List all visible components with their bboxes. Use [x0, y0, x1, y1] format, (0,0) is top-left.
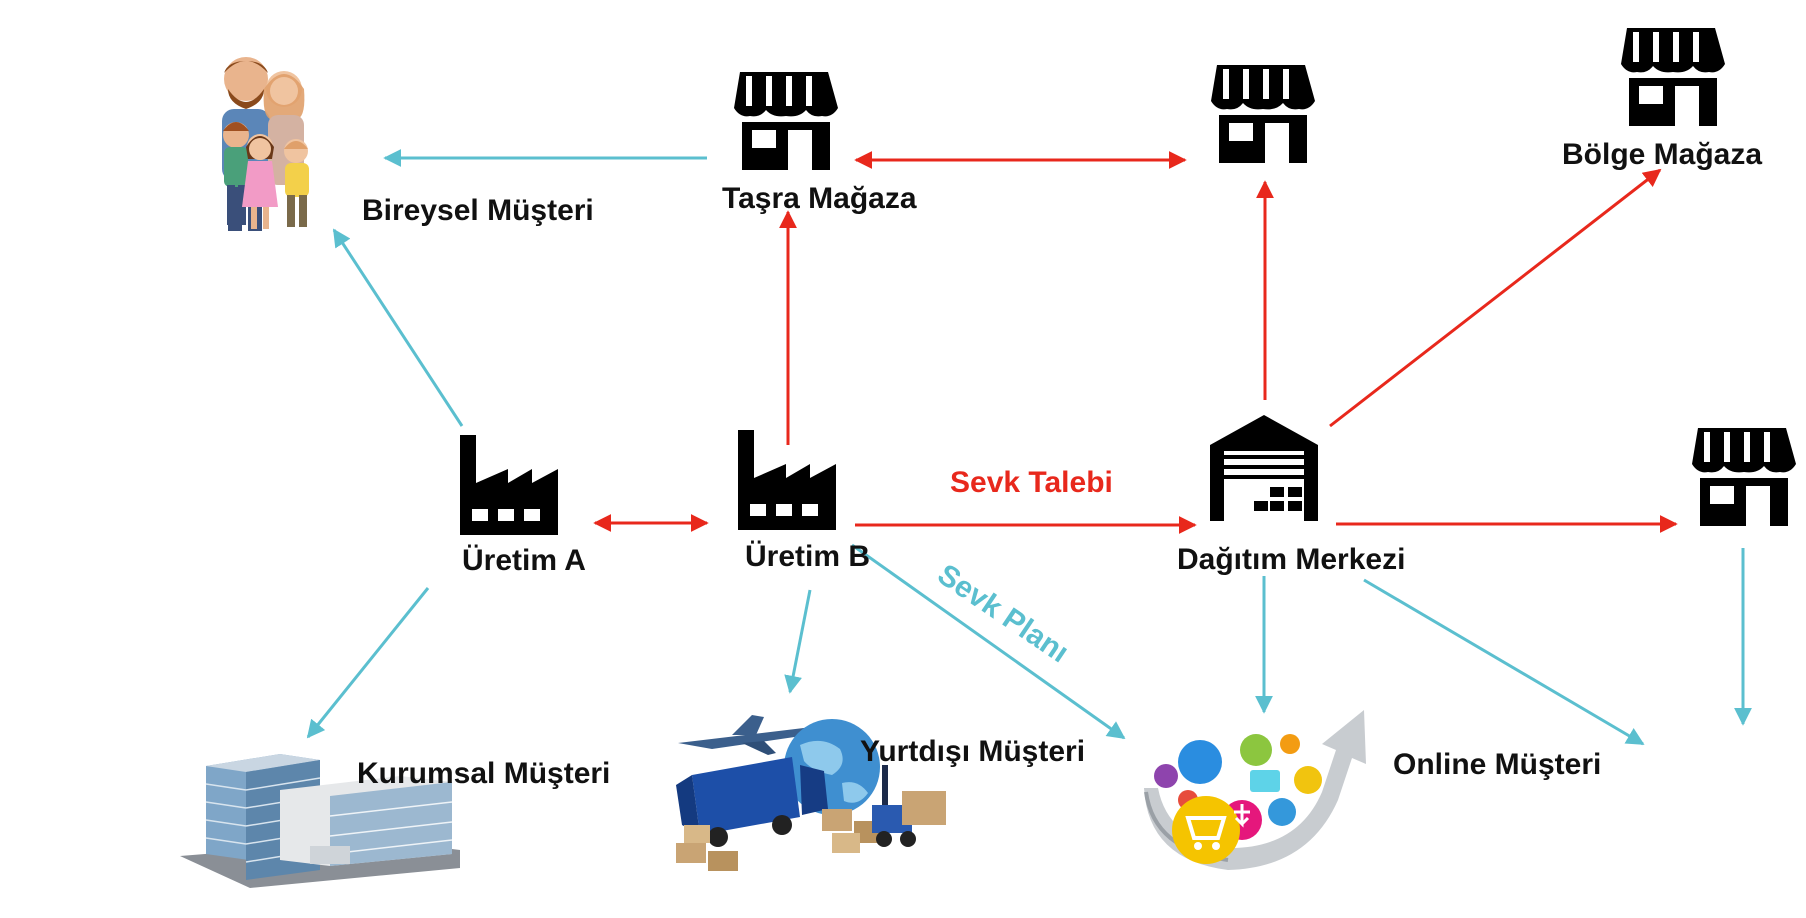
arrow-uretima-kurumsal: [306, 587, 430, 739]
family-image: [222, 57, 309, 231]
store-icon: [734, 72, 838, 170]
arrow-dagitim-bolge: [1329, 168, 1662, 428]
node-label-online-musteri: Online Müşteri: [1393, 748, 1602, 781]
store-icon: [1621, 28, 1725, 126]
node-label-uretim-a: Üretim A: [462, 544, 586, 577]
node-label-tasra-magaza: Taşra Mağaza: [722, 182, 917, 215]
store-icon: [1692, 428, 1796, 526]
factory-icon: [460, 435, 558, 535]
node-label-bireysel-musteri: Bireysel Müşteri: [362, 194, 594, 227]
arrow-uretimb-online: [851, 543, 1126, 740]
online-commerce-image: [1144, 710, 1366, 870]
edge-label-sevk-talebi: Sevk Talebi: [950, 466, 1113, 499]
node-label-bolge-magaza: Bölge Mağaza: [1562, 138, 1763, 171]
node-label-kurumsal-musteri: Kurumsal Müşteri: [357, 757, 611, 790]
node-label-uretim-b: Üretim B: [745, 540, 871, 573]
export-logistics-image: [676, 715, 946, 871]
arrow-dagitim-online-right: [1363, 578, 1645, 746]
node-label-dagitim-merkezi: Dağıtım Merkezi: [1177, 543, 1406, 576]
office-building-image: [180, 754, 460, 888]
warehouse-icon: [1210, 415, 1318, 521]
arrow-uretimb-yurtdisi: [784, 589, 812, 694]
node-label-yurtdisi-musteri: Yurtdışı Müşteri: [860, 735, 1086, 768]
arrow-uretima-bireysel: [332, 228, 464, 427]
store-icon: [1211, 65, 1315, 163]
